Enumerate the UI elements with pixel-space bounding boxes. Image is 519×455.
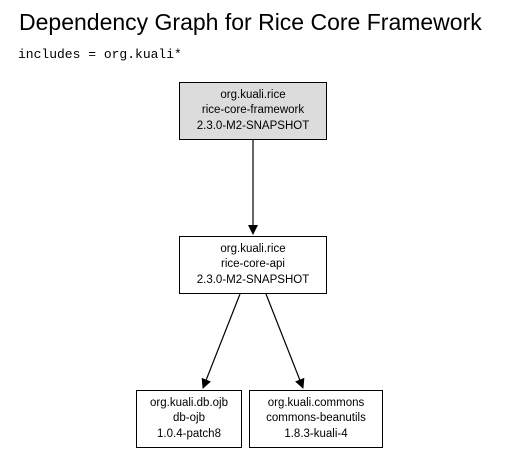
- node-group: org.kuali.db.ojb: [150, 396, 228, 409]
- node-artifact: db-ojb: [173, 412, 205, 425]
- node-group: org.kuali.commons: [267, 396, 365, 409]
- node-artifact: commons-beanutils: [266, 412, 366, 425]
- node-rice-core-framework[interactable]: org.kuali.rice rice-core-framework 2.3.0…: [179, 82, 327, 140]
- node-group: org.kuali.rice: [220, 242, 286, 255]
- node-group: org.kuali.rice: [220, 88, 286, 101]
- node-artifact: rice-core-framework: [201, 104, 305, 117]
- node-artifact: rice-core-api: [221, 258, 285, 271]
- node-version: 1.0.4-patch8: [157, 427, 221, 440]
- includes-filter: includes = org.kuali*: [18, 47, 182, 62]
- node-rice-core-api[interactable]: org.kuali.rice rice-core-api 2.3.0-M2-SN…: [179, 236, 327, 294]
- node-version: 1.8.3-kuali-4: [284, 427, 348, 440]
- node-version: 2.3.0-M2-SNAPSHOT: [196, 119, 310, 132]
- edge-api-to-beanutils: [265, 293, 305, 389]
- page-title: Dependency Graph for Rice Core Framework: [19, 9, 482, 35]
- node-db-ojb[interactable]: org.kuali.db.ojb db-ojb 1.0.4-patch8: [136, 390, 242, 448]
- node-version: 2.3.0-M2-SNAPSHOT: [196, 273, 310, 286]
- edge-api-to-ojb: [201, 293, 241, 389]
- node-commons-beanutils[interactable]: org.kuali.commons commons-beanutils 1.8.…: [249, 390, 383, 448]
